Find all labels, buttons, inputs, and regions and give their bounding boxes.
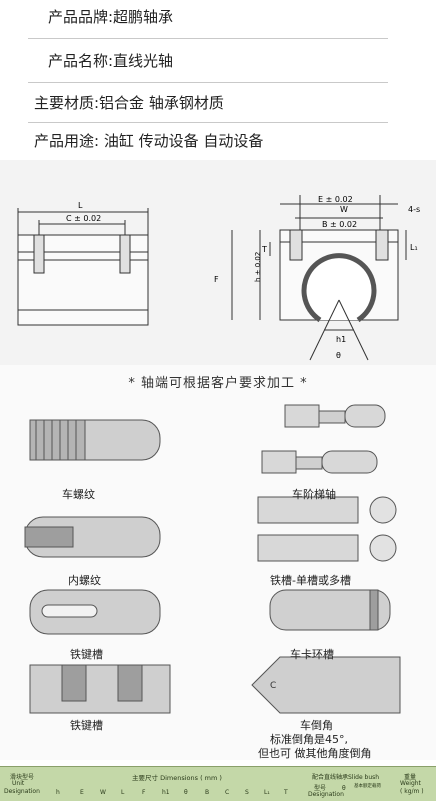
dim-h1: h1 [162,789,170,796]
info-material: 主要材质:铝合金 轴承钢材质 [34,94,224,112]
info-name: 产品名称:直线光轴 [48,52,174,70]
label-theta: θ [336,351,341,360]
dim-B: B [205,789,210,796]
dim-theta: θ [184,789,188,796]
divider [28,82,388,83]
dim-F: F [142,789,146,796]
table-model-en: Designation [308,791,344,798]
info-brand: 产品品牌:超鹏轴承 [48,8,174,26]
technical-drawing: L C ± 0.02 E ± 0.02 W B ± 0.02 4-s L₁ T [0,160,436,365]
dim-L: L [121,789,125,796]
label-F: F [214,275,219,284]
chamfer-note-other: 但也可 做其他角度倒角 [258,747,372,760]
table-weight-unit: ( kg/m ) [400,788,424,795]
chamfer-note-standard: 标准倒角是45°, [270,733,348,746]
caption-chamfer: 车倒角 [300,719,333,732]
caption-thread: 车螺纹 [62,488,95,501]
label-h: h ± 0.02 [254,252,262,282]
dim-T: T [284,789,288,796]
dim-L1: L₁ [264,789,270,796]
dim-S: S [245,789,249,796]
product-info: 产品品牌:超鹏轴承 产品名称:直线光轴 主要材质:铝合金 轴承钢材质 产品用途:… [0,0,436,160]
dim-E: E [80,789,84,796]
table-rated-load: 基本额定载荷 [354,784,381,789]
caption-keyway-2: 铁键槽 [70,719,103,732]
chamfer-marker: C [270,681,276,691]
label-B: B ± 0.02 [322,220,357,229]
label-4s: 4-s [408,205,420,214]
label-T: T [261,245,267,254]
caption-grooves: 铁槽-单槽或多槽 [270,574,351,587]
table-model: 型号 [314,785,327,792]
table-col-unit: Unit [12,780,25,787]
label-h1: h1 [336,335,346,344]
processing-svg: C [24,404,401,714]
caption-circlip-groove: 车卡环槽 [290,648,334,661]
divider [28,38,388,39]
caption-internal-thread: 内螺纹 [68,574,101,587]
table-slide-bush: 配合直线轴承Slide bush [312,774,380,781]
table-theta: θ [342,785,346,792]
dim-h: h [56,789,60,796]
table-weight-en: Weight [400,780,421,787]
table-main-dims: 主要尺寸 Dimensions ( mm ) [132,774,222,782]
label-E: E ± 0.02 [318,195,353,204]
caption-keyway: 铁键槽 [70,648,103,661]
label-L: L [78,201,83,210]
label-C: C ± 0.02 [66,214,101,223]
dim-C: C [225,789,230,796]
drawing-svg: L C ± 0.02 E ± 0.02 W B ± 0.02 4-s L₁ T [17,195,420,361]
label-W: W [340,205,348,214]
info-usage: 产品用途: 油缸 传动设备 自动设备 [34,132,264,150]
dim-W: W [100,789,106,796]
label-L1: L₁ [410,243,418,252]
caption-stepped-shaft: 车阶梯轴 [292,488,336,501]
table-weight: 重量 [404,774,417,781]
divider [28,122,388,123]
spec-table-header: 滑块型号 Unit Designation 主要尺寸 Dimensions ( … [0,766,436,801]
processing-note: * 轴端可根据客户要求加工 * [128,376,308,391]
table-col-designation: 滑块型号 [10,774,35,781]
table-col-designation-en: Designation [4,788,40,795]
